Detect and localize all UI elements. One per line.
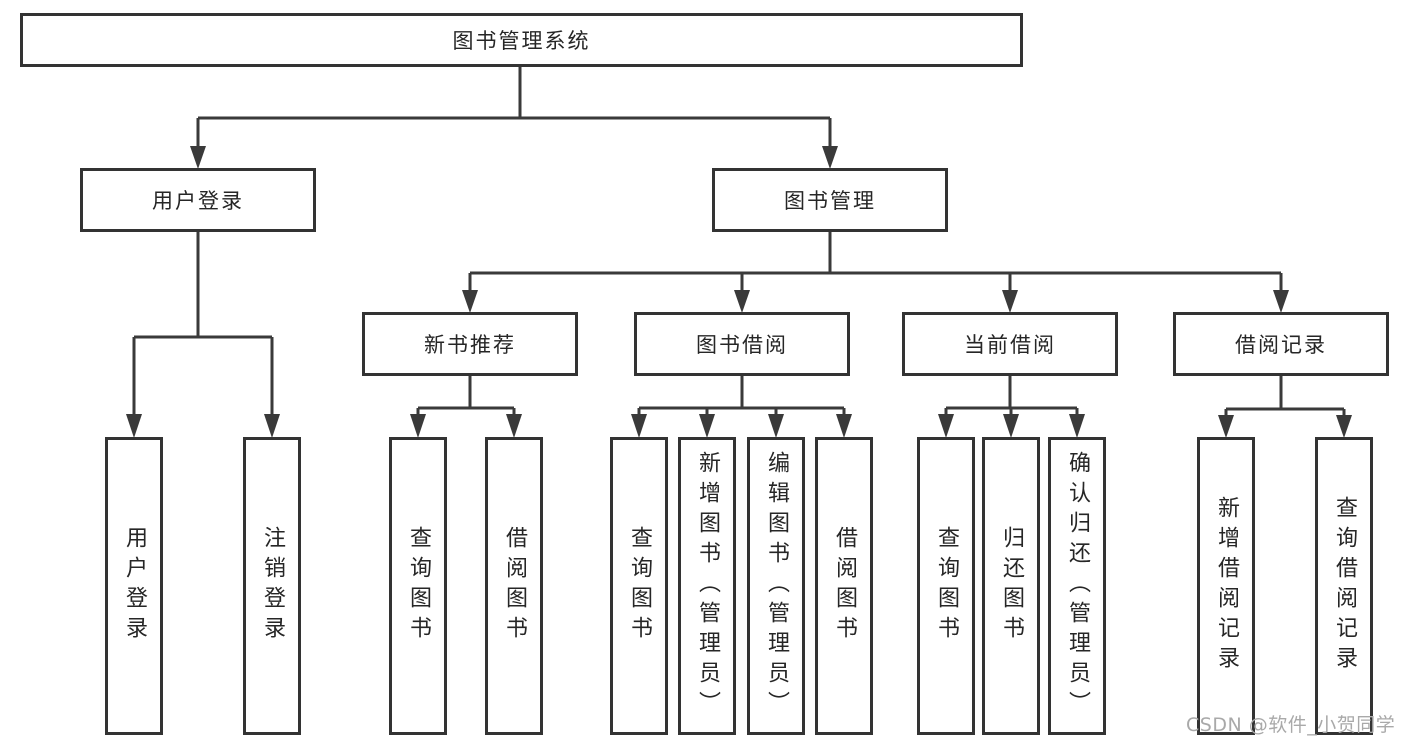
leaf-confirm-return-admin: 确认归还（管理员） xyxy=(1048,437,1106,735)
arrowhead-icon xyxy=(410,414,426,438)
connector-book-borrow-to-leaves xyxy=(631,376,852,438)
arrowhead-icon xyxy=(822,146,838,169)
connector-new-book-to-leaves xyxy=(410,376,522,438)
arrowhead-icon xyxy=(506,414,522,438)
node-label: 查询图书 xyxy=(406,526,431,646)
node-current-borrow: 当前借阅 xyxy=(902,312,1118,376)
leaf-return-book: 归还图书 xyxy=(982,437,1040,735)
node-label: 归还图书 xyxy=(999,526,1024,646)
leaf-query-books-current: 查询图书 xyxy=(917,437,975,735)
leaf-add-borrow-record: 新增借阅记录 xyxy=(1197,437,1255,735)
leaf-borrow-books: 借阅图书 xyxy=(815,437,873,735)
node-borrow-records: 借阅记录 xyxy=(1173,312,1389,376)
node-label: 用户登录 xyxy=(122,526,147,646)
node-label: 确认归还（管理员） xyxy=(1065,451,1090,721)
arrowhead-icon xyxy=(1273,290,1289,313)
arrowhead-icon xyxy=(126,414,142,438)
connector-root-to-level2 xyxy=(190,67,838,169)
node-book-management: 图书管理 xyxy=(712,168,948,232)
arrowhead-icon xyxy=(1002,290,1018,313)
arrowhead-icon xyxy=(768,414,784,438)
arrowhead-icon xyxy=(190,146,206,169)
node-label: 编辑图书（管理员） xyxy=(764,451,789,721)
leaf-user-login: 用户登录 xyxy=(105,437,163,735)
node-label: 用户登录 xyxy=(152,189,244,213)
arrowhead-icon xyxy=(734,290,750,313)
arrowhead-icon xyxy=(1003,414,1019,438)
arrowhead-icon xyxy=(631,414,647,438)
leaf-query-borrow-record: 查询借阅记录 xyxy=(1315,437,1373,735)
node-label: 图书借阅 xyxy=(696,333,788,357)
node-label: 新增借阅记录 xyxy=(1214,496,1239,676)
arrowhead-icon xyxy=(836,414,852,438)
node-new-book-recommend: 新书推荐 xyxy=(362,312,578,376)
arrowhead-icon xyxy=(699,414,715,438)
node-label: 借阅图书 xyxy=(832,526,857,646)
connector-borrow-records-to-leaves xyxy=(1218,376,1352,438)
arrowhead-icon xyxy=(1336,415,1352,438)
arrowhead-icon xyxy=(264,414,280,438)
leaf-add-book-admin: 新增图书（管理员） xyxy=(678,437,736,735)
connector-current-borrow-to-leaves xyxy=(938,376,1085,438)
node-label: 借阅记录 xyxy=(1235,333,1327,357)
node-label: 借阅图书 xyxy=(502,526,527,646)
leaf-borrow-books-recommend: 借阅图书 xyxy=(485,437,543,735)
node-label: 图书管理 xyxy=(784,189,876,213)
connector-book-management-to-level3 xyxy=(462,232,1289,313)
csdn-watermark: CSDN @软件_小贺同学 xyxy=(1186,714,1396,736)
node-label: 查询图书 xyxy=(934,526,959,646)
leaf-logout: 注销登录 xyxy=(243,437,301,735)
node-label: 当前借阅 xyxy=(964,333,1056,357)
leaf-query-books-recommend: 查询图书 xyxy=(389,437,447,735)
node-label: 查询借阅记录 xyxy=(1332,496,1357,676)
arrowhead-icon xyxy=(1069,414,1085,438)
connector-user-login-to-leaves xyxy=(126,232,280,438)
node-label: 图书管理系统 xyxy=(452,29,591,53)
arrowhead-icon xyxy=(1218,415,1234,438)
leaf-edit-book-admin: 编辑图书（管理员） xyxy=(747,437,805,735)
arrowhead-icon xyxy=(462,290,478,313)
leaf-query-books-borrow: 查询图书 xyxy=(610,437,668,735)
node-label: 查询图书 xyxy=(627,526,652,646)
arrowhead-icon xyxy=(938,414,954,438)
node-library-management-system: 图书管理系统 xyxy=(20,13,1023,67)
node-label: 新书推荐 xyxy=(424,333,516,357)
node-book-borrow: 图书借阅 xyxy=(634,312,850,376)
node-user-login: 用户登录 xyxy=(80,168,316,232)
node-label: 注销登录 xyxy=(260,526,285,646)
node-label: 新增图书（管理员） xyxy=(695,451,720,721)
